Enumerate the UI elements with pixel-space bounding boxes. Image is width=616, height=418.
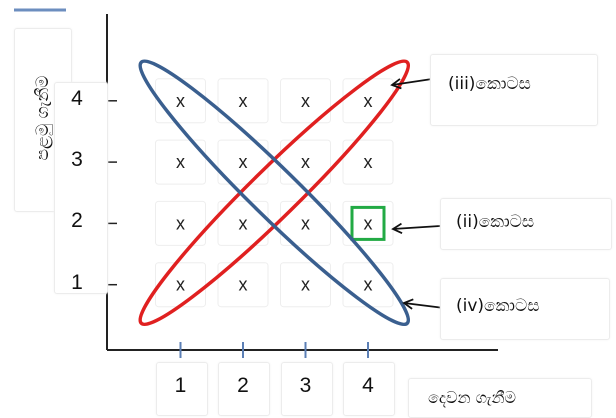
x-tick-label: 4 bbox=[362, 374, 374, 397]
data-points: x x x x x x x x x x x x x x x x bbox=[176, 91, 386, 295]
arrow-ii bbox=[391, 222, 441, 235]
arrow-iv-head bbox=[402, 298, 414, 310]
callout-arrows bbox=[390, 78, 445, 310]
data-point-x: x bbox=[364, 91, 373, 111]
callout-ii: (ii)කොටස bbox=[456, 212, 535, 232]
callout-box-ii bbox=[440, 198, 612, 250]
point-cell bbox=[217, 262, 269, 308]
point-cell bbox=[217, 139, 269, 185]
point-cell bbox=[280, 139, 331, 185]
arrow-ii-head bbox=[391, 222, 403, 235]
arrow-iv bbox=[402, 298, 445, 310]
callout-box-iv bbox=[440, 278, 610, 340]
point-cell bbox=[342, 139, 394, 185]
x-tick-box bbox=[343, 362, 395, 416]
region-ellipses bbox=[138, 59, 411, 327]
x-tick-box bbox=[218, 362, 270, 416]
data-point-x: x bbox=[239, 152, 248, 172]
x-tick-label: 2 bbox=[237, 374, 249, 397]
x-tick-label: 1 bbox=[174, 374, 187, 397]
y-tick-label: 2 bbox=[71, 209, 83, 233]
arrow-iv-shaft bbox=[403, 302, 445, 309]
data-point-x: x bbox=[239, 213, 248, 233]
arrow-iii-head bbox=[390, 78, 402, 90]
data-point-x: x bbox=[176, 275, 185, 295]
data-point-x: x bbox=[239, 275, 248, 295]
arrow-ii-shaft bbox=[392, 225, 441, 230]
data-point-x: x bbox=[364, 213, 373, 233]
data-point-x: x bbox=[176, 152, 185, 172]
point-cell bbox=[155, 200, 206, 246]
arrow-iii-shaft bbox=[391, 78, 433, 86]
x-axis-title-box bbox=[408, 378, 592, 418]
arrow-iii bbox=[390, 78, 433, 90]
callout-iii: (iii)කොටස bbox=[448, 74, 531, 94]
x-tick-label: 3 bbox=[299, 374, 312, 397]
region-ellipse-iii bbox=[138, 59, 411, 327]
y-tick-label: 1 bbox=[71, 270, 83, 294]
point-cell bbox=[217, 78, 269, 124]
point-cell bbox=[280, 262, 331, 308]
callout-box-iii bbox=[430, 54, 598, 126]
data-point-x: x bbox=[301, 152, 310, 172]
data-point-x: x bbox=[301, 91, 310, 111]
point-cell bbox=[155, 139, 206, 185]
data-point-x: x bbox=[364, 152, 373, 172]
y-tick-label: 3 bbox=[71, 148, 83, 172]
y-tick-box bbox=[54, 82, 108, 294]
point-cell bbox=[280, 78, 331, 124]
x-tick-box bbox=[280, 362, 333, 416]
data-point-x: x bbox=[364, 275, 373, 295]
highlight-square bbox=[350, 205, 386, 241]
point-cell bbox=[280, 200, 331, 246]
callout-iv: (iv)කොටස bbox=[456, 296, 540, 316]
data-point-x: x bbox=[176, 91, 185, 111]
data-point-x: x bbox=[301, 213, 310, 233]
x-axis-title: දෙවන ගැනීම bbox=[428, 388, 516, 407]
region-ellipse-iv bbox=[138, 59, 411, 327]
y-tick-label: 4 bbox=[71, 86, 83, 110]
data-point-x: x bbox=[176, 213, 185, 233]
point-cell bbox=[342, 200, 394, 246]
data-point-x: x bbox=[301, 275, 310, 295]
point-cell bbox=[217, 200, 269, 246]
point-cells bbox=[155, 78, 394, 308]
data-point-x: x bbox=[239, 91, 248, 111]
y-axis-title: පළමු ගැනීම bbox=[33, 75, 53, 161]
x-tick-box bbox=[155, 362, 208, 416]
